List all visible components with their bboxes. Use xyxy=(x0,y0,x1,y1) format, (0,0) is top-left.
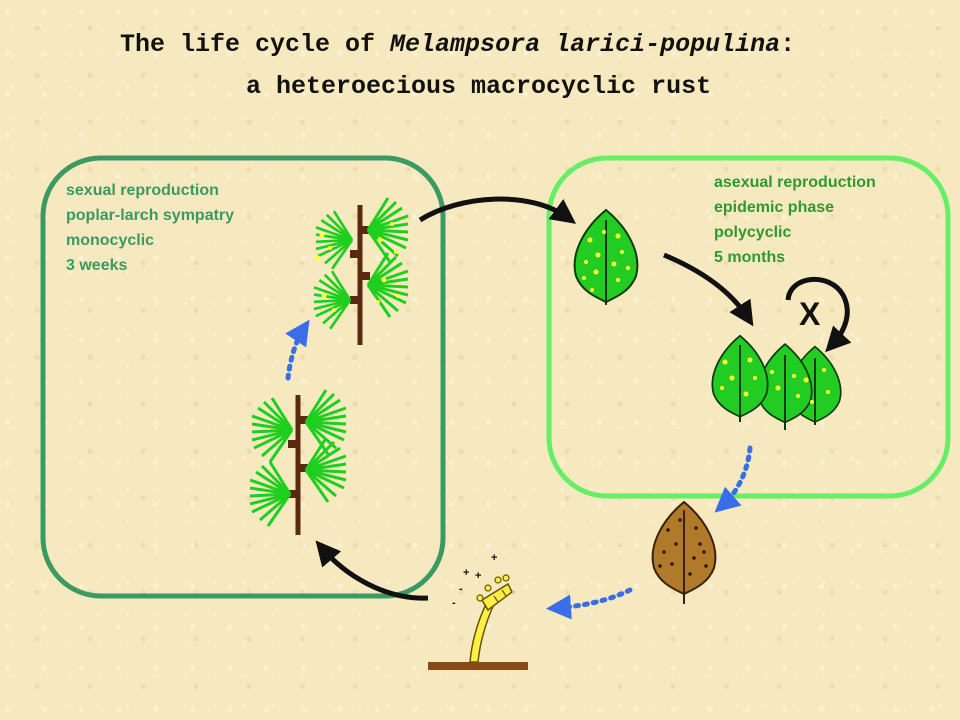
dotted-arrow-dead-to-basidium xyxy=(546,587,633,620)
spore-mark: + xyxy=(463,567,469,579)
asexual-phase-line: epidemic phase xyxy=(714,199,835,216)
arrow-poplar-to-cluster xyxy=(663,252,754,327)
sexual-phase-line: 3 weeks xyxy=(66,257,128,274)
asexual-phase-line: asexual reproduction xyxy=(714,174,876,191)
infected-poplar-leaf xyxy=(573,209,639,305)
repeat-cycle-arrow xyxy=(785,277,852,353)
spore-mark: - xyxy=(452,597,456,609)
sexual-phase-line: sexual reproduction xyxy=(66,182,219,199)
sexual-phase-line: monocyclic xyxy=(66,232,155,249)
asexual-phase-line: polycyclic xyxy=(714,224,792,241)
repeat-cycle-label: X xyxy=(799,296,821,332)
dead-poplar-leaf xyxy=(651,501,717,604)
spore-mark: - xyxy=(459,583,463,595)
larch-branch xyxy=(248,388,348,535)
species-name: Melampsora larici-populina xyxy=(390,30,781,59)
germinating-teliospore xyxy=(428,574,528,670)
sexual-phase-panel xyxy=(40,155,446,599)
dotted-arrow-larch-up xyxy=(285,319,310,381)
sexual-phase-description: sexual reproduction poplar-larch sympatr… xyxy=(66,178,234,278)
asexual-phase-line: 5 months xyxy=(714,249,786,266)
asexual-phase-description: asexual reproduction epidemic phase poly… xyxy=(714,170,876,270)
title-line-1: The life cycle of Melampsora larici-popu… xyxy=(120,30,796,59)
spore-mark: + xyxy=(475,570,481,582)
asexual-phase-panel xyxy=(546,155,951,499)
infected-larch-branch xyxy=(312,196,410,345)
infected-leaf-cluster xyxy=(711,334,842,430)
spore-mark: + xyxy=(491,552,497,564)
arrow-larch-to-poplar xyxy=(418,196,577,224)
arrow-basidium-to-larch xyxy=(315,540,429,601)
title-line-2: a heteroecious macrocyclic rust xyxy=(246,72,712,101)
sexual-phase-line: poplar-larch sympatry xyxy=(66,207,235,224)
